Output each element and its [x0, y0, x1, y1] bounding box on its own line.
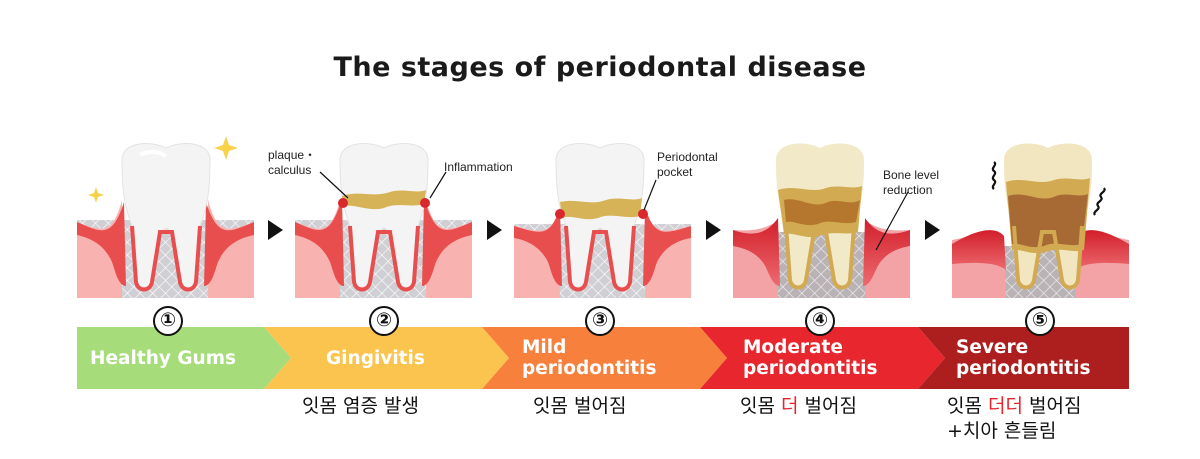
stage-number-3: ③ [585, 306, 615, 336]
diagram-title: The stages of periodontal disease [333, 52, 867, 83]
arrow-segment-2 [264, 327, 509, 389]
play-arrow-icon [487, 220, 502, 240]
stage-progress-band [77, 327, 1129, 389]
stage-5-tooth-illustration [952, 143, 1129, 298]
arrow-segment-4 [700, 327, 945, 389]
stage-2-tooth-illustration [295, 143, 472, 298]
arrow-segment-3 [482, 327, 727, 389]
annotation-plaque-calculus: plaque・calculus [268, 148, 317, 177]
sparkle-icon [214, 136, 238, 160]
arrow-segment-1 [77, 327, 291, 389]
korean-note-stage-4: 잇몸 더 벌어짐 [740, 395, 857, 417]
stage-4-tooth-illustration [733, 143, 910, 298]
play-arrow-icon [268, 220, 283, 240]
annotation-inflammation: Inflammation [444, 160, 513, 174]
stage-label-gingivitis: Gingivitis [326, 348, 425, 369]
korean-note-stage-3: 잇몸 벌어짐 [533, 395, 627, 417]
korean-note-stage-2: 잇몸 염증 발생 [302, 395, 419, 417]
stage-1-tooth-illustration [77, 136, 254, 298]
stage-3-tooth-illustration [514, 143, 691, 298]
play-arrow-icon [925, 220, 940, 240]
shake-mark-icon [991, 161, 997, 190]
play-arrow-icon [706, 220, 721, 240]
arrow-segment-5 [918, 327, 1129, 389]
stage-number-4: ④ [805, 306, 835, 336]
shake-mark-icon [1093, 187, 1106, 216]
stage-number-2: ② [369, 306, 399, 336]
stage-number-5: ⑤ [1025, 306, 1055, 336]
korean-note-stage-5: 잇몸 더더 벌어짐 +치아 흔들림 [947, 395, 1082, 442]
stage-label-healthy-gums: Healthy Gums [90, 348, 237, 369]
stage-number-1: ① [153, 306, 183, 336]
sparkle-icon [88, 187, 104, 203]
